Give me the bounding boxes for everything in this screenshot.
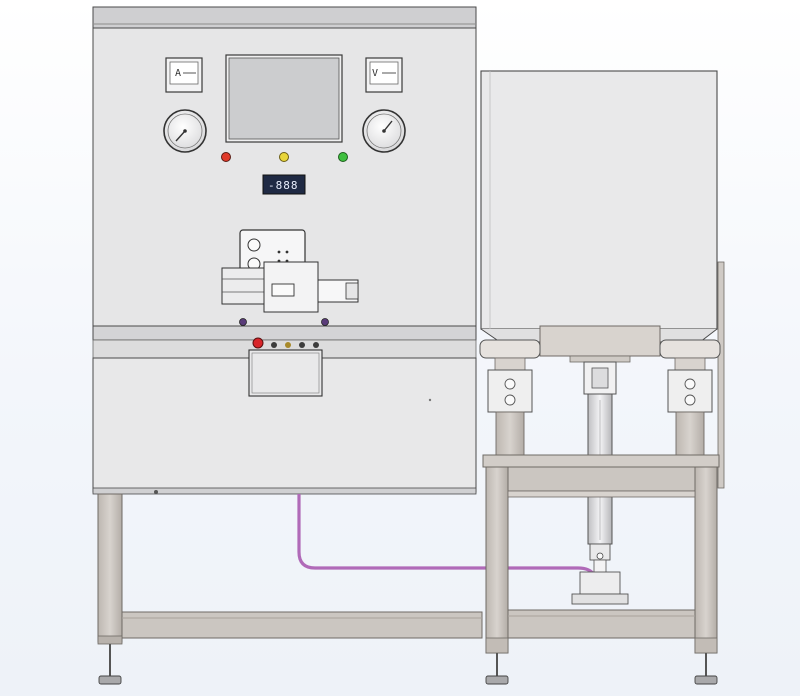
yellow-indicator-lamp xyxy=(279,152,289,162)
digital-display: -888 xyxy=(262,174,306,195)
left-stand-frame xyxy=(97,493,483,685)
cabinet-top-cap xyxy=(92,6,477,29)
pneumatic-cylinder xyxy=(571,361,629,605)
ammeter: A xyxy=(165,57,203,93)
right-load-cell xyxy=(659,339,721,457)
weigh-cross-bar xyxy=(539,325,661,363)
cabinet-divider-rail xyxy=(92,325,477,341)
ammeter-symbol: A xyxy=(175,68,181,79)
side-support-rod xyxy=(717,261,725,489)
left-load-cell xyxy=(479,339,541,457)
hopper-box xyxy=(480,70,718,343)
right-pressure-gauge xyxy=(362,109,406,153)
feeder-valve-assembly xyxy=(221,229,359,326)
leveling-feet xyxy=(485,653,718,685)
hmi-screen[interactable] xyxy=(225,54,343,143)
left-pressure-gauge xyxy=(163,109,207,153)
red-indicator-lamp xyxy=(221,152,231,162)
digital-display-readout: -888 xyxy=(268,179,299,192)
emergency-stop-button[interactable] xyxy=(252,337,264,349)
control-button-row[interactable] xyxy=(252,337,319,349)
voltmeter: V xyxy=(365,57,403,93)
green-indicator-lamp xyxy=(338,152,348,162)
purple-hose xyxy=(297,494,596,576)
junction-box xyxy=(248,349,323,397)
voltmeter-symbol: V xyxy=(372,68,378,79)
